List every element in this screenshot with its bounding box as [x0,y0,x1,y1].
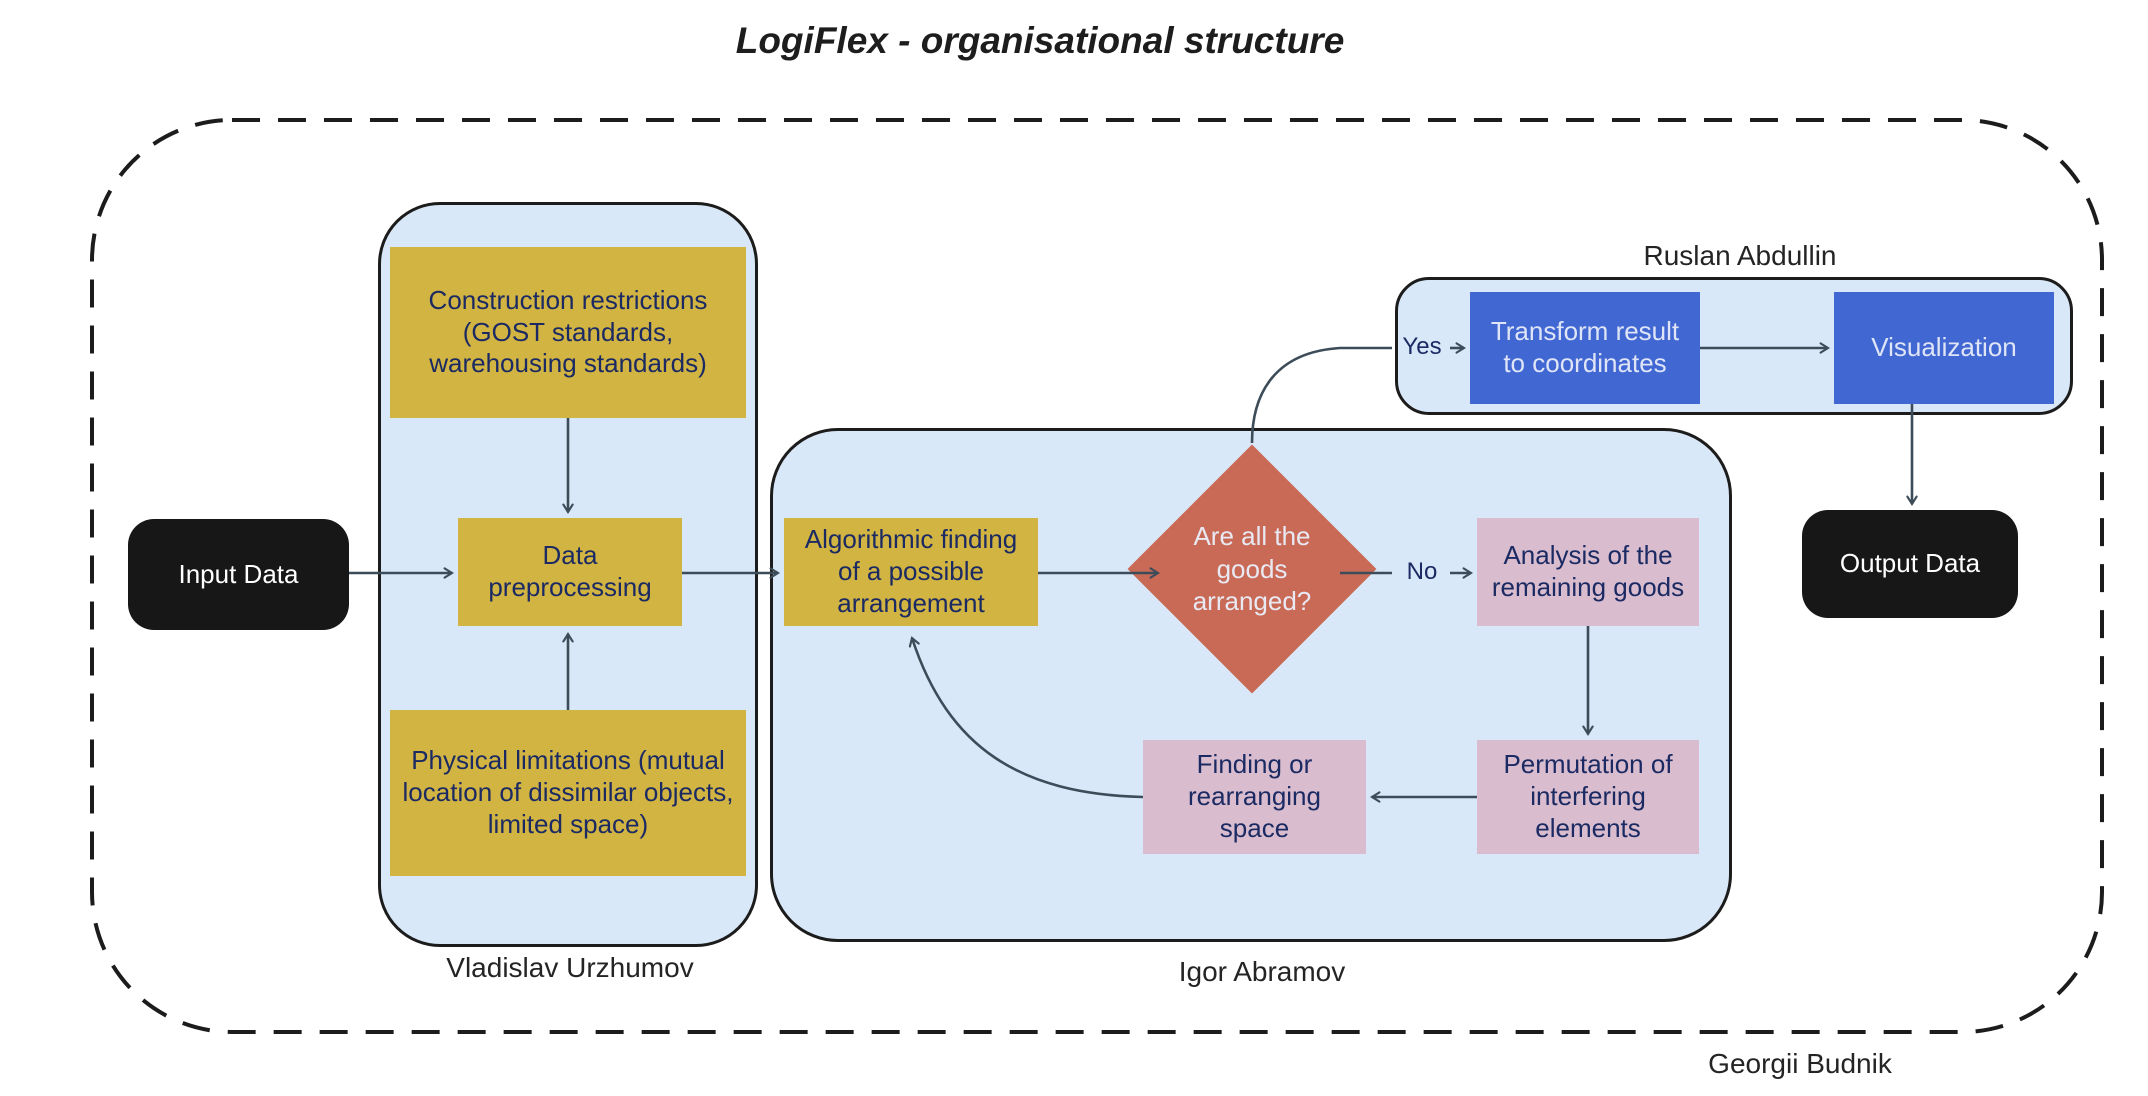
outer-boundary [90,118,2104,1034]
igor-owner-label: Igor Abramov [1178,956,1346,987]
diagram-title: LogiFlex - organisational structure [735,20,1345,61]
decision-diamond-label: Are all the goods arranged? [1192,521,1312,617]
visualization-node: Visualization [1834,292,2054,404]
finding-rearranging-node: Finding or rearranging space [1143,740,1366,854]
transform-coordinates-node: Transform result to coordinates [1470,292,1700,404]
ruslan-owner-label: Ruslan Abdullin [1643,240,1837,271]
algorithmic-finding-node: Algorithmic finding of a possible arrang… [784,518,1038,626]
georgii-owner-label: Georgii Budnik [1708,1048,1892,1079]
data-preprocessing-node: Data preprocessing [458,518,682,626]
analysis-remaining-goods-node: Analysis of the remaining goods [1477,518,1699,626]
construction-restrictions-node: Construction restrictions (GOST standard… [390,247,746,418]
permutation-interfering-node: Permutation of interfering elements [1477,740,1699,854]
input-data-node: Input Data [128,519,349,630]
edge-label-no: No [1406,558,1438,585]
vladislav-owner-label: Vladislav Urzhumov [446,952,694,983]
physical-limitations-node: Physical limitations (mutual location of… [390,710,746,876]
output-data-node: Output Data [1802,510,2018,618]
edge-label-yes: Yes [1402,333,1442,360]
